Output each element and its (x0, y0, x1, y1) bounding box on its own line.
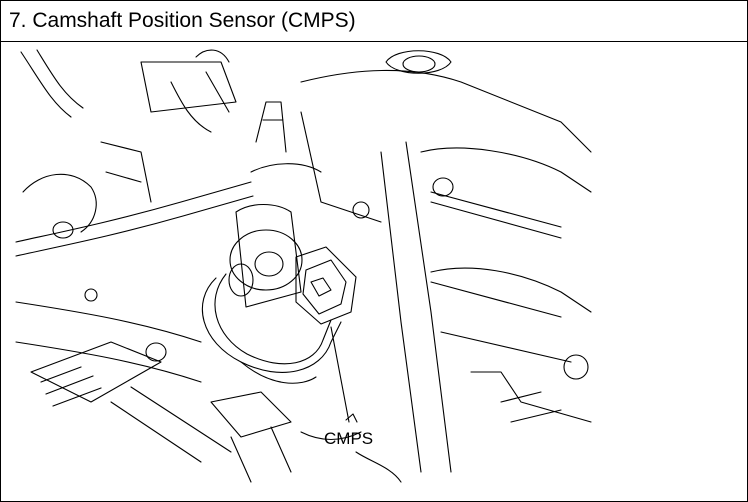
section-title: 7. Camshaft Position Sensor (CMPS) (9, 9, 356, 32)
engine-line-drawing (15, 49, 592, 483)
cmps-callout-label: CMPS (324, 429, 374, 448)
engine-illustration (1, 42, 747, 501)
section-header: 7. Camshaft Position Sensor (CMPS) (1, 1, 747, 42)
